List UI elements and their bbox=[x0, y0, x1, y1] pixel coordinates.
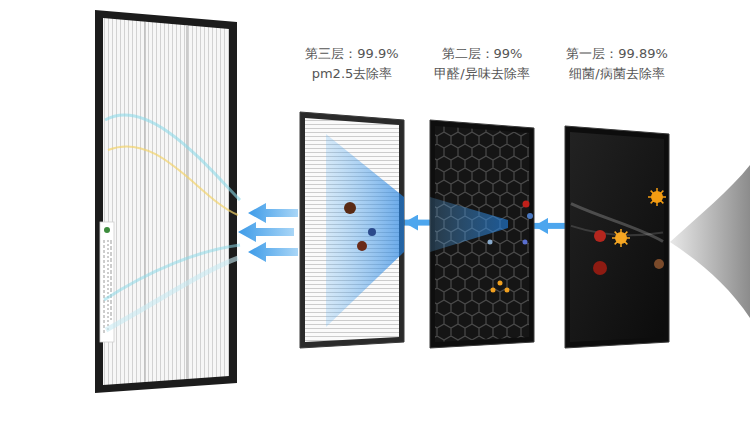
layer-rate-text: 第一层：99.89% bbox=[566, 44, 668, 64]
pollutant-particle bbox=[651, 191, 663, 203]
pollutant-particle bbox=[654, 259, 664, 269]
filter-layer: 第三层：99.9%pm2.5去除率 bbox=[300, 112, 404, 348]
layer-rate-text: 细菌/病菌去除率 bbox=[566, 64, 668, 84]
clean-air-arrow bbox=[238, 222, 294, 242]
layer-rate-text: pm2.5去除率 bbox=[305, 64, 398, 84]
sticker-print bbox=[108, 240, 109, 330]
pollutant-particle bbox=[593, 261, 607, 275]
panel-frame bbox=[430, 120, 534, 348]
panel-media bbox=[570, 132, 664, 342]
filter-seam bbox=[144, 22, 146, 382]
pollutant-particle bbox=[505, 288, 510, 293]
clean-air-arrow bbox=[248, 242, 298, 262]
filter-layer: 第一层：99.89%细菌/病菌去除率 bbox=[565, 126, 669, 348]
filter-layer: 第二层：99%甲醛/异味去除率 bbox=[430, 120, 534, 348]
filter-frame bbox=[95, 10, 237, 393]
panel-frame bbox=[565, 126, 669, 348]
incoming-air bbox=[670, 165, 750, 318]
layer-heading: 第二层：99%甲醛/异味去除率 bbox=[434, 44, 529, 84]
filter-panel bbox=[300, 112, 404, 348]
pollutant-particle bbox=[488, 240, 493, 245]
pollutant-particle bbox=[594, 230, 606, 242]
flow-arrow bbox=[404, 220, 430, 226]
layer-rate-text: 甲醛/异味去除率 bbox=[434, 64, 529, 84]
sticker-print bbox=[104, 240, 105, 335]
air-swirl bbox=[108, 146, 238, 215]
filter-panel bbox=[430, 120, 534, 348]
pollutant-particle bbox=[523, 240, 528, 245]
pollutant-particle bbox=[527, 213, 533, 219]
air-swirl bbox=[105, 115, 240, 200]
pollutant-particle bbox=[368, 228, 376, 236]
filter-pleats bbox=[103, 18, 229, 385]
filter-panel bbox=[565, 126, 669, 348]
layer-heading: 第一层：99.89%细菌/病菌去除率 bbox=[566, 44, 668, 84]
layer-heading: 第三层：99.9%pm2.5去除率 bbox=[305, 44, 398, 84]
pollutant-particle bbox=[357, 241, 367, 251]
air-swirl bbox=[106, 258, 238, 330]
clean-air-arrow bbox=[248, 203, 298, 223]
panel-frame bbox=[300, 112, 404, 348]
pollutant-particle bbox=[344, 202, 356, 214]
filter-seam bbox=[186, 26, 188, 379]
pollutant-particle bbox=[615, 232, 627, 244]
flow-arrow bbox=[534, 223, 565, 229]
pollutant-particle bbox=[498, 281, 503, 286]
air-flow-cone bbox=[326, 134, 404, 327]
pollutant-particle bbox=[523, 201, 530, 208]
layer-rate-text: 第二层：99% bbox=[434, 44, 529, 64]
sticker-print bbox=[111, 240, 112, 320]
sticker-logo bbox=[104, 227, 110, 233]
layer-rate-text: 第三层：99.9% bbox=[305, 44, 398, 64]
air-flow-cone bbox=[430, 197, 508, 252]
pollutant-particle bbox=[491, 288, 496, 293]
